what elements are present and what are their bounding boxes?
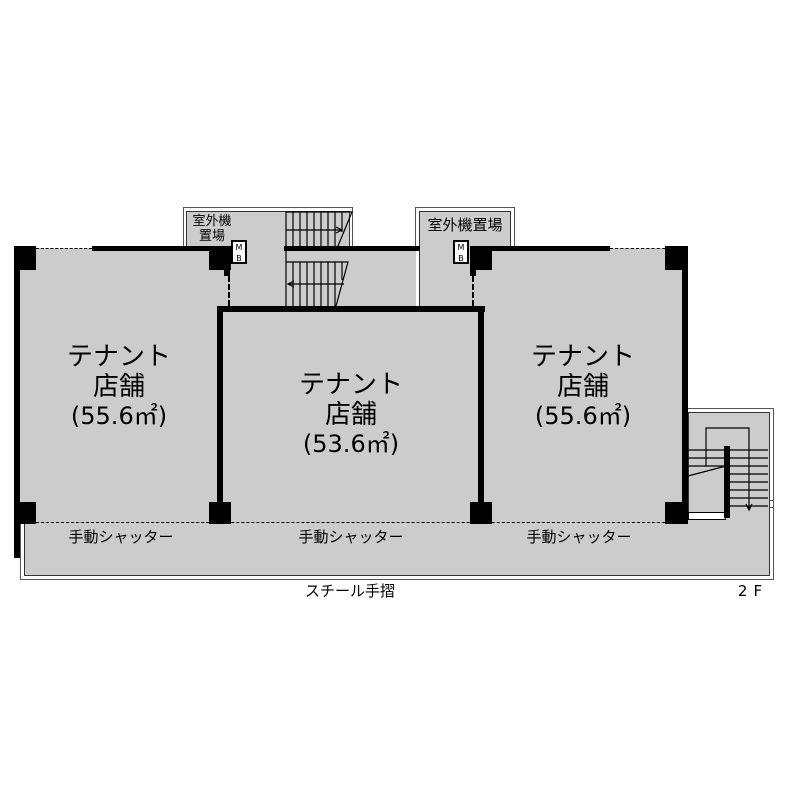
outdoor-unit-label-right: 室外機置場 bbox=[427, 216, 503, 234]
unit-label-center: テナント 店舗 (53.6㎡) bbox=[298, 370, 403, 458]
column bbox=[470, 502, 492, 524]
outdoor-unit-label-left: 室外機 置場 bbox=[192, 214, 232, 244]
top-wall-left bbox=[92, 246, 222, 251]
center-top-wall bbox=[217, 306, 485, 312]
column bbox=[665, 246, 687, 270]
center-right-wall bbox=[478, 306, 484, 506]
opening-line bbox=[472, 276, 474, 306]
column bbox=[209, 502, 231, 524]
mb-box-right: M B bbox=[453, 240, 469, 264]
left-outer-wall bbox=[14, 248, 20, 558]
shutter-label-center: 手動シャッター bbox=[298, 528, 404, 546]
opening-line bbox=[610, 248, 665, 249]
center-tenant-area bbox=[220, 308, 482, 520]
railing-label: スチール手摺 bbox=[304, 582, 395, 600]
opening-line bbox=[36, 248, 92, 249]
column bbox=[14, 502, 36, 524]
right-tenant-area bbox=[478, 248, 688, 520]
top-wall-right bbox=[478, 246, 610, 251]
column bbox=[224, 262, 230, 276]
shutter-label-right: 手動シャッター bbox=[526, 528, 632, 546]
corridor-area bbox=[220, 248, 416, 310]
left-tenant-area bbox=[18, 248, 220, 520]
unit-label-right: テナント 店舗 (55.6㎡) bbox=[530, 342, 635, 430]
column bbox=[470, 262, 476, 276]
outdoor-unit-area-left bbox=[186, 211, 350, 251]
stair-wall bbox=[724, 446, 730, 518]
center-left-wall bbox=[217, 306, 223, 506]
mb-box-left: M B bbox=[231, 240, 247, 264]
column bbox=[665, 502, 687, 524]
floor-label: 2F bbox=[737, 582, 769, 600]
unit-label-left: テナント 店舗 (55.6㎡) bbox=[66, 342, 171, 430]
shutter-line bbox=[36, 522, 670, 523]
opening-line bbox=[228, 276, 230, 306]
shutter-label-left: 手動シャッター bbox=[68, 528, 174, 546]
column bbox=[14, 246, 36, 270]
right-outer-wall bbox=[682, 246, 688, 524]
